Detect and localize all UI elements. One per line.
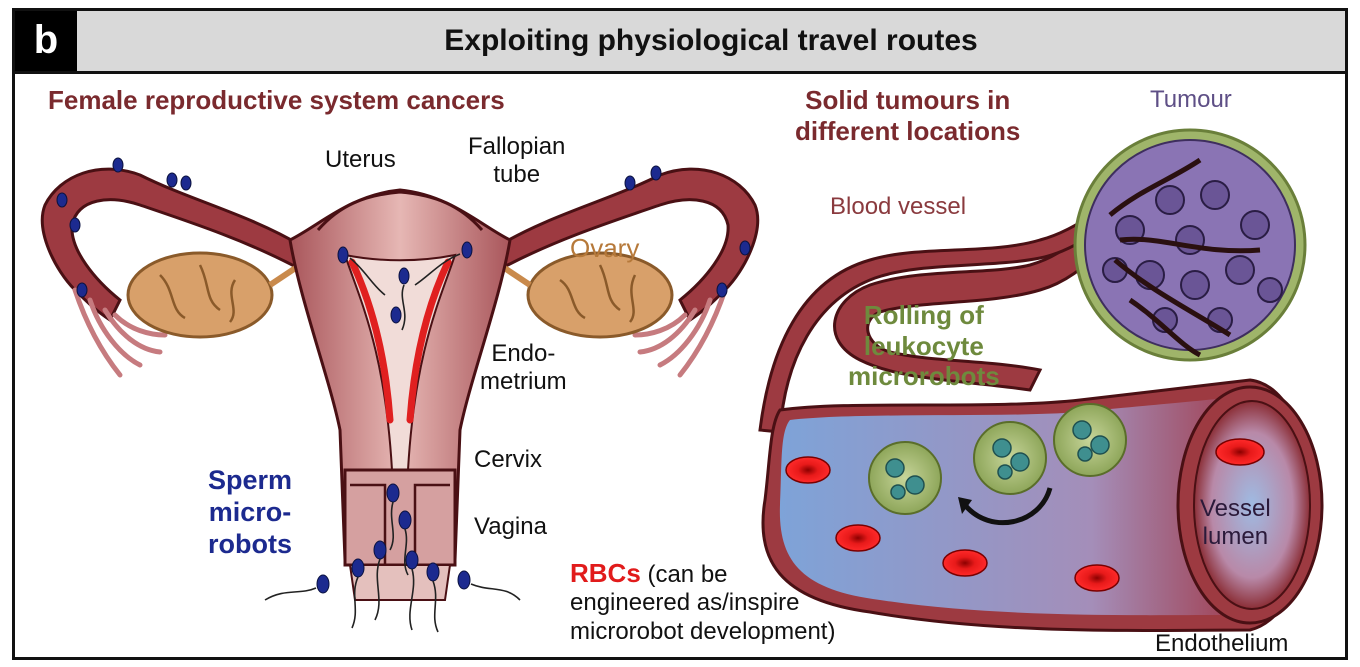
ovary-label: Ovary <box>570 233 639 264</box>
sperm-microrobots-label: Sperm micro- robots <box>208 465 292 561</box>
uterus-label: Uterus <box>325 146 396 174</box>
left-section-heading: Female reproductive system cancers <box>48 85 505 116</box>
vagina-label: Vagina <box>474 513 547 541</box>
right-section-heading: Solid tumours in different locations <box>795 85 1020 146</box>
blood-vessel-label: Blood vessel <box>830 193 966 221</box>
rbc-caption: RBCs (can be engineered as/inspire micro… <box>570 558 835 646</box>
rolling-leukocyte-label: Rolling of leukocyte microrobots <box>848 300 1000 392</box>
vessel-lumen-label: Vessel lumen <box>1200 495 1271 552</box>
rbc-caption-line-3: microrobot development) <box>570 618 835 646</box>
rbc-caption-line-1: (can be <box>641 561 728 588</box>
tumour-label: Tumour <box>1150 86 1232 114</box>
fallopian-tube-label: Fallopian tube <box>468 133 565 190</box>
rbc-caption-line-2: engineered as/inspire <box>570 589 835 617</box>
endometrium-label: Endo- metrium <box>480 340 567 397</box>
endothelium-label: Endothelium <box>1155 630 1288 658</box>
rbc-highlight: RBCs <box>570 558 641 588</box>
cervix-label: Cervix <box>474 446 542 474</box>
